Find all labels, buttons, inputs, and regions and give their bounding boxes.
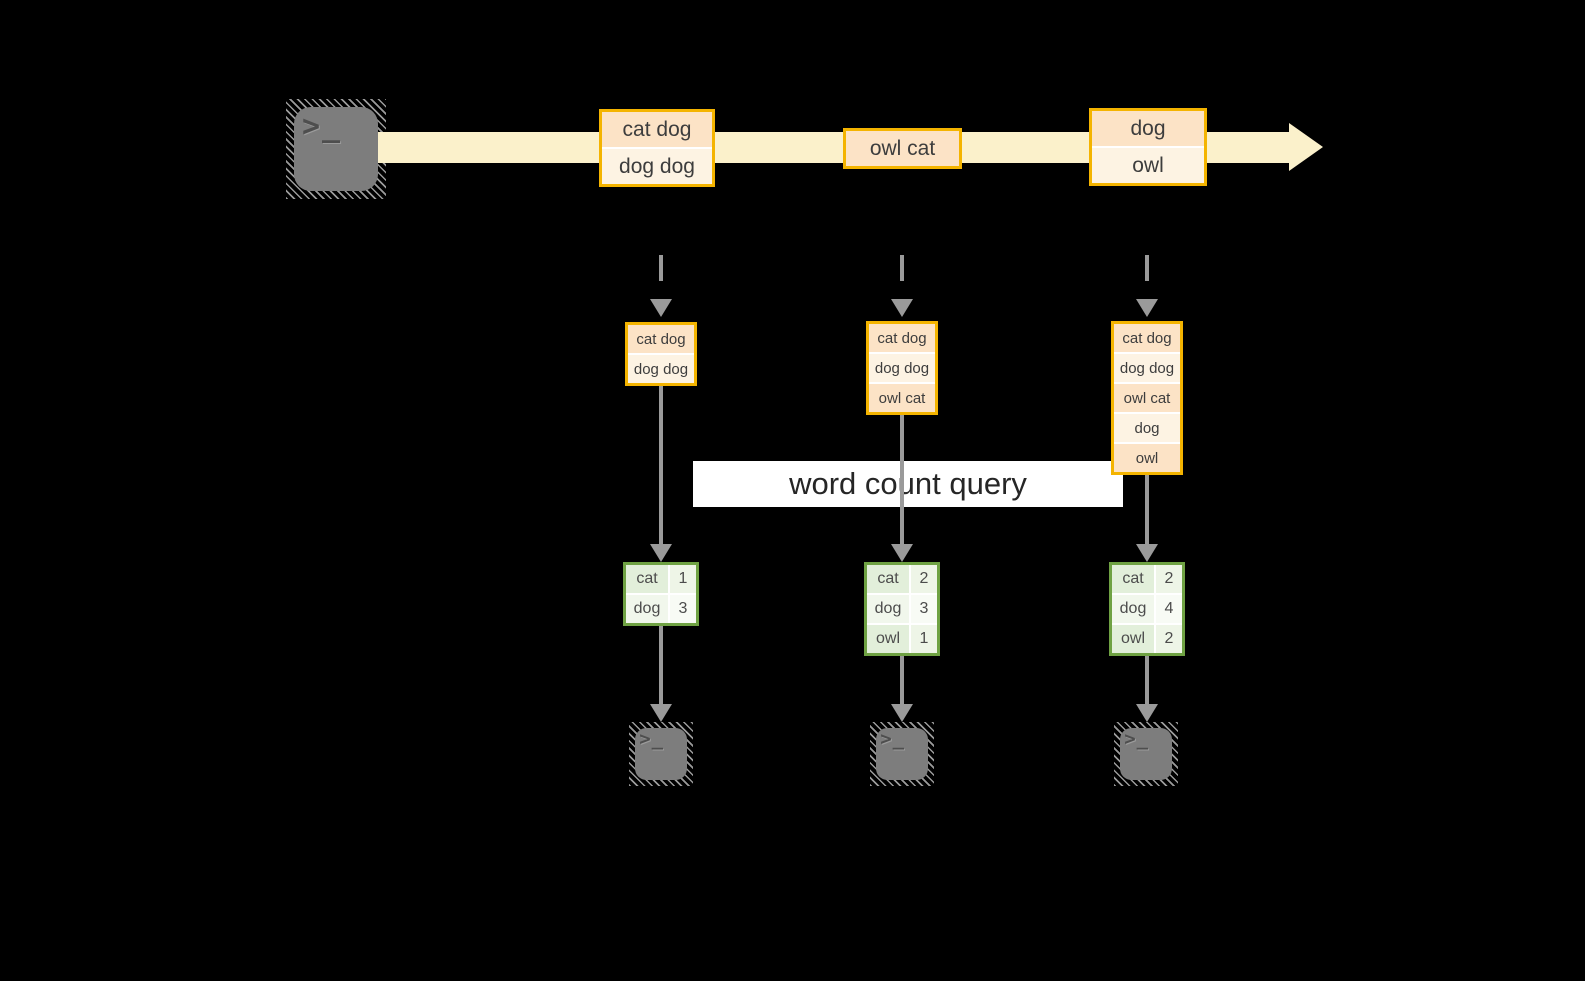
result-row: owl 1: [867, 625, 937, 653]
arrowhead-icon: [1136, 544, 1158, 562]
terminal-body: [1120, 728, 1172, 780]
query-arrow: [900, 415, 904, 544]
micro-batch-row: dog dog: [1114, 354, 1180, 382]
sink-arrow: [1145, 656, 1149, 704]
count-cell: 2: [1156, 565, 1182, 593]
result-table-2: cat 2 dog 3 owl 1: [864, 562, 940, 656]
arrowhead-icon: [891, 544, 913, 562]
arrowhead-icon: [891, 299, 913, 317]
batch-row: owl cat: [846, 131, 959, 166]
result-row: dog 3: [867, 595, 937, 623]
arrowhead-icon: [1136, 704, 1158, 722]
arrowhead-icon: [891, 704, 913, 722]
micro-batch-row: dog dog: [628, 355, 694, 383]
result-row: dog 3: [626, 595, 696, 623]
count-cell: 3: [670, 595, 696, 623]
terminal-prompt-icon: >_: [302, 109, 343, 144]
count-cell: 3: [911, 595, 937, 623]
word-cell: cat: [867, 565, 909, 593]
micro-batch-table-2: cat dog dog dog owl cat: [866, 321, 938, 415]
micro-batch-table-1: cat dog dog dog: [625, 322, 697, 386]
count-cell: 2: [1156, 625, 1182, 653]
terminal-prompt-icon: >_: [1124, 728, 1150, 751]
micro-batch-row: cat dog: [628, 325, 694, 353]
query-arrow: [1145, 475, 1149, 544]
count-cell: 1: [670, 565, 696, 593]
arrowhead-icon: [1136, 299, 1158, 317]
arrowhead-icon: [650, 544, 672, 562]
micro-batch-row: owl cat: [869, 384, 935, 412]
sink-arrow: [659, 626, 663, 704]
micro-batch-row: dog dog: [869, 354, 935, 382]
result-table-3: cat 2 dog 4 owl 2: [1109, 562, 1185, 656]
terminal-body: [876, 728, 928, 780]
word-cell: owl: [867, 625, 909, 653]
source-terminal-icon: >_: [286, 99, 386, 199]
terminal-prompt-icon: >_: [639, 728, 665, 751]
result-row: cat 2: [1112, 565, 1182, 593]
result-row: owl 2: [1112, 625, 1182, 653]
count-cell: 4: [1156, 595, 1182, 623]
count-cell: 2: [911, 565, 937, 593]
micro-batch-row: cat dog: [1114, 324, 1180, 352]
micro-batch-table-3: cat dog dog dog owl cat dog owl: [1111, 321, 1183, 475]
micro-batch-row: owl: [1114, 444, 1180, 472]
trigger-arrow-dashed: [900, 255, 904, 297]
result-row: cat 2: [867, 565, 937, 593]
input-stream-arrowhead-icon: [1289, 123, 1323, 171]
word-cell: dog: [1112, 595, 1154, 623]
terminal-prompt-icon: >_: [880, 728, 906, 751]
sink-terminal-icon: >_: [1114, 722, 1178, 786]
terminal-body: [294, 107, 378, 191]
sink-arrow: [900, 656, 904, 704]
batch-row: dog: [1092, 111, 1204, 146]
arrowhead-icon: [650, 704, 672, 722]
terminal-body: [635, 728, 687, 780]
query-arrow: [659, 386, 663, 544]
stream-batch-2: owl cat: [843, 128, 962, 169]
trigger-arrow-dashed: [659, 255, 663, 297]
batch-row: cat dog: [602, 112, 712, 147]
trigger-arrow-dashed: [1145, 255, 1149, 297]
word-cell: cat: [1112, 565, 1154, 593]
stream-batch-3: dog owl: [1089, 108, 1207, 186]
result-table-1: cat 1 dog 3: [623, 562, 699, 626]
stream-batch-1: cat dog dog dog: [599, 109, 715, 187]
word-cell: dog: [626, 595, 668, 623]
micro-batch-row: dog: [1114, 414, 1180, 442]
word-count-query-label: word count query: [693, 461, 1123, 507]
batch-row: dog dog: [602, 149, 712, 184]
word-cell: dog: [867, 595, 909, 623]
result-row: cat 1: [626, 565, 696, 593]
count-cell: 1: [911, 625, 937, 653]
word-cell: owl: [1112, 625, 1154, 653]
sink-terminal-icon: >_: [629, 722, 693, 786]
micro-batch-row: cat dog: [869, 324, 935, 352]
arrowhead-icon: [650, 299, 672, 317]
batch-row: owl: [1092, 148, 1204, 183]
word-cell: cat: [626, 565, 668, 593]
result-row: dog 4: [1112, 595, 1182, 623]
sink-terminal-icon: >_: [870, 722, 934, 786]
micro-batch-row: owl cat: [1114, 384, 1180, 412]
